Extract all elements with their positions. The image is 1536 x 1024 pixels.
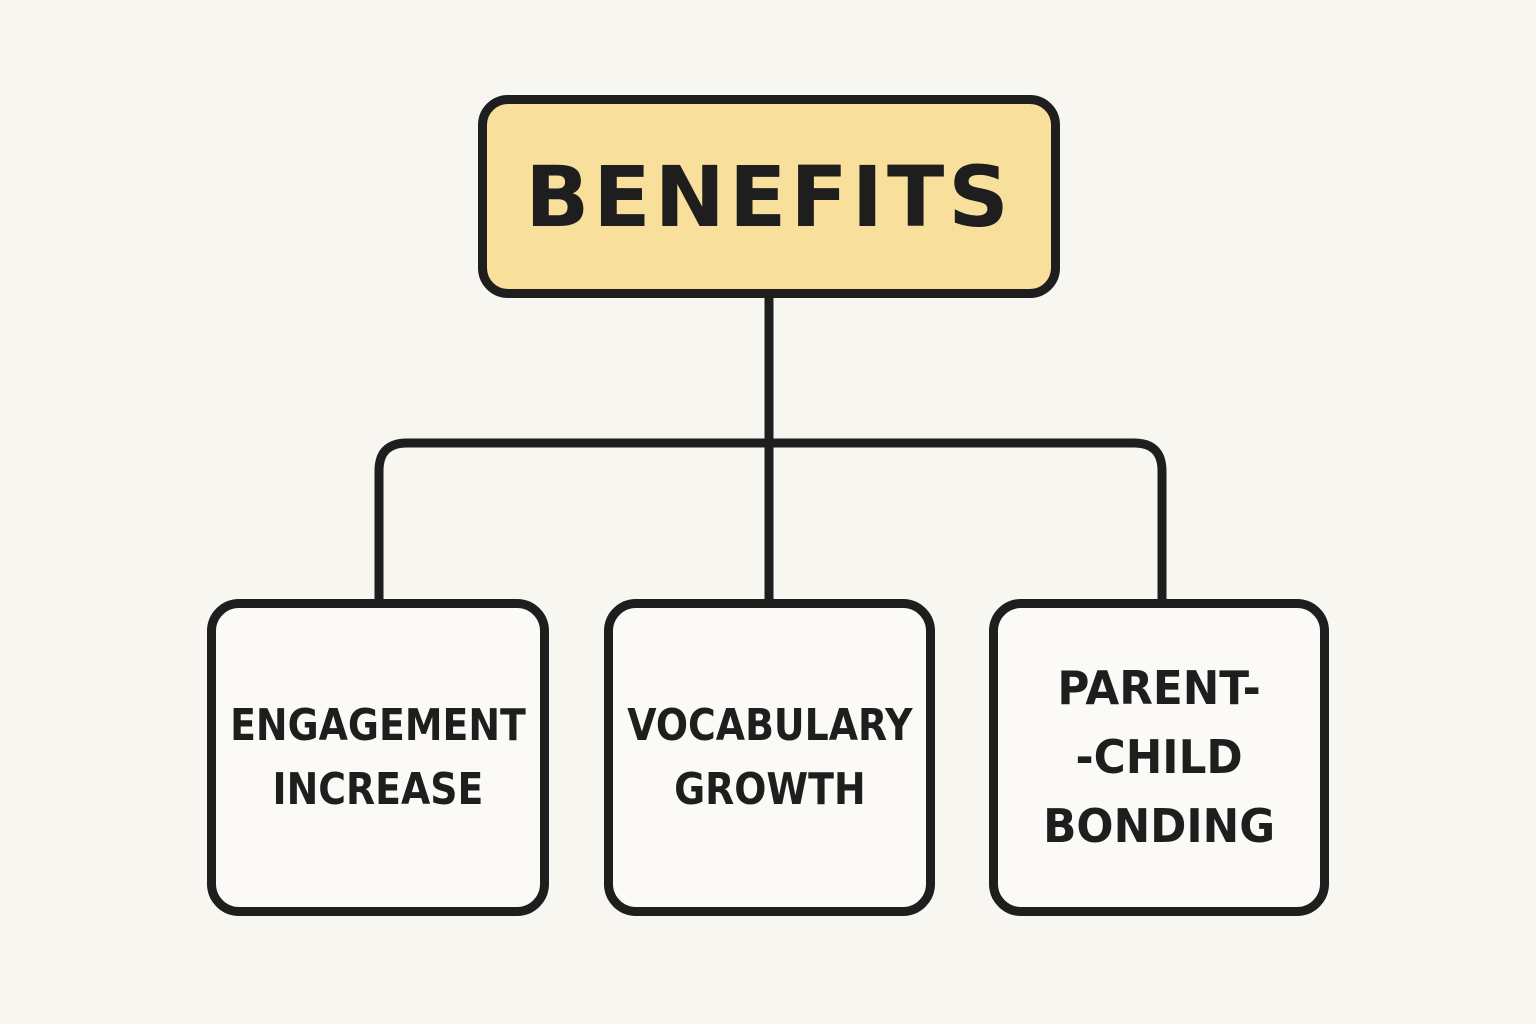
child-node-label-line: -CHILD	[1075, 730, 1243, 784]
child-node-label-line: INCREASE	[272, 763, 484, 815]
child-node-label-line: BONDING	[1042, 799, 1276, 853]
child-node-parent-child-bonding: PARENT- -CHILD BONDING	[989, 599, 1329, 916]
branch-connector-right	[764, 438, 1167, 604]
child-node-label: ENGAGEMENT INCREASE	[230, 694, 526, 822]
child-node-label-line: VOCABULARY	[626, 699, 913, 751]
root-node-benefits: BENEFITS	[478, 95, 1060, 298]
branch-connector-left	[374, 438, 774, 604]
child-node-label: PARENT- -CHILD BONDING	[1043, 654, 1275, 861]
child-node-label-line: GROWTH	[673, 763, 866, 815]
root-node-label: BENEFITS	[525, 147, 1013, 246]
child-node-label-line: ENGAGEMENT	[230, 699, 526, 751]
child-node-engagement-increase: ENGAGEMENT INCREASE	[207, 599, 549, 916]
child-node-label: VOCABULARY GROWTH	[627, 694, 912, 822]
child-node-vocabulary-growth: VOCABULARY GROWTH	[604, 599, 935, 916]
child-node-label-line: PARENT-	[1057, 661, 1261, 715]
